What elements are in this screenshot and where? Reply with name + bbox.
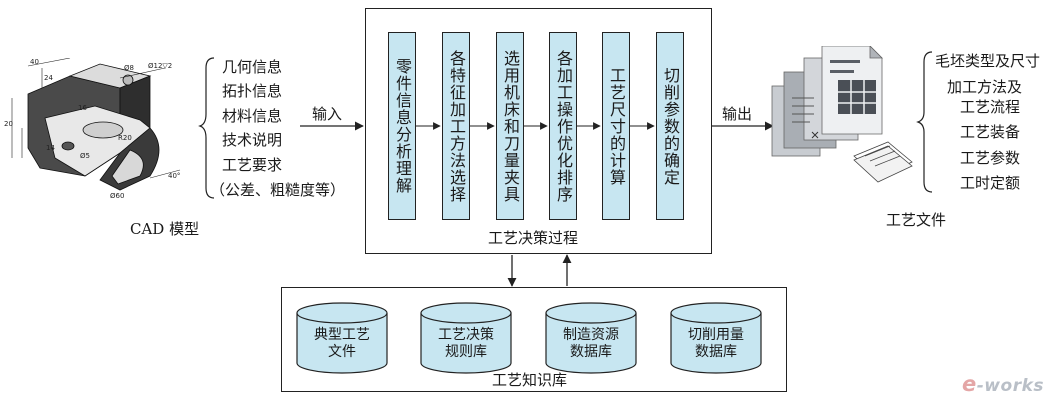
knowledge-db-label: 制造资源 数据库 — [563, 327, 619, 360]
knowledge-db-label: 典型工艺 文件 — [314, 327, 370, 360]
dim-label: Ø60 — [110, 192, 124, 200]
process-step: 各加工操作优化排序 — [549, 32, 577, 220]
process-step: 工艺尺寸的计算 — [602, 32, 630, 220]
process-step: 各特征加工方法选择 — [442, 32, 470, 220]
input-item: 拓扑信息 — [222, 82, 283, 100]
knowledge-db-label: 工艺决策 规则库 — [438, 327, 494, 360]
process-box — [365, 8, 712, 254]
input-item: （公差、粗糙度等） — [210, 181, 346, 199]
dim-label: 40° — [168, 172, 180, 180]
document-stack-icon — [771, 46, 913, 183]
process-step: 选用机床和刀量夹具 — [496, 32, 524, 220]
input-item: 材料信息 — [222, 107, 283, 125]
input-arrow-label: 输入 — [312, 105, 343, 123]
output-arrow-label: 输出 — [722, 105, 753, 123]
process-title: 工艺决策过程 — [488, 229, 579, 247]
dim-label: 24 — [44, 74, 53, 82]
cad-part-drawing: 40 24 Ø8 Ø12▽2 16 20 R20 14 Ø5 Ø60 40° — [4, 58, 180, 200]
knowledge-db-label: 切削用量 数据库 — [688, 327, 744, 360]
input-item: 工艺要求 — [222, 156, 283, 174]
output-item: 工艺参数 — [960, 149, 1021, 167]
cad-model-caption: CAD 模型 — [130, 220, 200, 238]
output-item: 工艺流程 — [960, 98, 1021, 116]
dim-label: 16 — [78, 104, 87, 112]
process-step: 零件信息分析理解 — [388, 32, 416, 220]
output-brace — [916, 51, 933, 193]
process-document-caption: 工艺文件 — [886, 211, 947, 229]
output-item: 加工方法及 — [947, 78, 1023, 96]
knowledge-base-box — [281, 287, 787, 392]
watermark-logo: e-works — [962, 372, 1044, 396]
dim-label: Ø12▽2 — [148, 62, 172, 70]
dim-label: Ø5 — [80, 152, 90, 160]
dim-label: 14 — [46, 144, 55, 152]
process-step: 切削参数的确定 — [656, 32, 684, 220]
output-item: 毛坯类型及尺寸 — [935, 52, 1041, 70]
input-brace — [198, 57, 215, 199]
dim-label: Ø8 — [124, 64, 134, 72]
output-item: 工时定额 — [960, 174, 1021, 192]
input-item: 技术说明 — [222, 131, 283, 149]
dim-label: 40 — [30, 58, 39, 66]
output-item: 工艺装备 — [960, 123, 1021, 141]
knowledge-db-cylinder: 典型工艺 文件 — [296, 302, 388, 374]
knowledge-db-cylinder: 制造资源 数据库 — [545, 302, 637, 374]
knowledge-db-cylinder: 工艺决策 规则库 — [420, 302, 512, 374]
dim-label: R20 — [118, 134, 132, 142]
knowledge-db-cylinder: 切削用量 数据库 — [670, 302, 762, 374]
knowledge-base-title: 工艺知识库 — [492, 371, 568, 389]
dim-label: 20 — [4, 120, 13, 128]
input-item: 几何信息 — [222, 58, 283, 76]
